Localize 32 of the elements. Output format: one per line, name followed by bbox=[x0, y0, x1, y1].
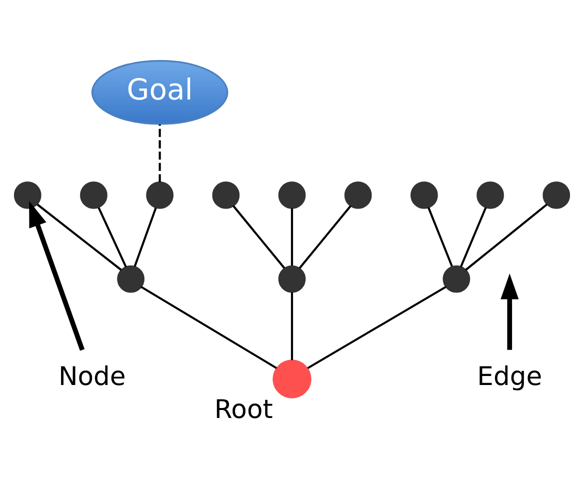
connector bbox=[290, 208, 294, 266]
connector bbox=[427, 207, 453, 267]
connector bbox=[298, 205, 352, 269]
node-circle bbox=[344, 182, 372, 209]
connector bbox=[98, 207, 127, 268]
connector bbox=[36, 204, 122, 271]
node-circle bbox=[146, 182, 174, 209]
node-circle bbox=[14, 182, 42, 209]
connector bbox=[134, 208, 157, 267]
node-circle bbox=[476, 182, 504, 209]
node-circle bbox=[442, 265, 470, 293]
node-circle bbox=[542, 182, 570, 209]
node-circle bbox=[278, 182, 306, 209]
connector bbox=[232, 205, 286, 269]
connector bbox=[460, 207, 487, 268]
node-circle bbox=[410, 182, 438, 209]
connector bbox=[307, 286, 446, 370]
connector bbox=[290, 292, 294, 360]
node-circle bbox=[80, 182, 108, 209]
node-circle bbox=[212, 182, 240, 209]
connector bbox=[158, 124, 161, 182]
node-ellipse: Goal bbox=[91, 60, 228, 125]
arrow bbox=[29, 200, 85, 351]
node-text: Node bbox=[58, 362, 126, 392]
connector bbox=[140, 286, 278, 370]
node-circle bbox=[278, 265, 306, 293]
node-circle bbox=[117, 265, 144, 293]
node-label: Root bbox=[214, 395, 273, 426]
node-circle bbox=[272, 360, 312, 398]
node-text: Edge bbox=[477, 362, 542, 392]
arrow bbox=[500, 273, 519, 350]
connector bbox=[465, 204, 548, 271]
